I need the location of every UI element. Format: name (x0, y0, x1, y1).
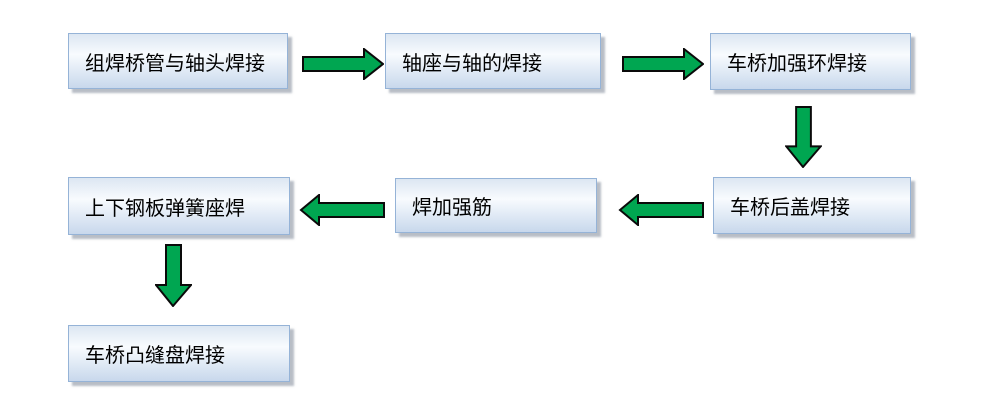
arrow-down-icon (785, 106, 822, 168)
arrow-down-icon (155, 244, 192, 307)
flow-node-jiaqiangjin: 焊加强筋 (395, 178, 597, 233)
flow-node-tanhuangzuo: 上下钢板弹簧座焊 (68, 177, 290, 235)
flow-node-label: 车桥凸缝盘焊接 (85, 343, 225, 367)
flow-node-label: 组焊桥管与轴头焊接 (85, 50, 265, 75)
flow-node-hougai: 车桥后盖焊接 (713, 177, 911, 234)
flow-node-zhouzuo-zhou: 轴座与轴的焊接 (385, 33, 601, 89)
flow-node-tufengpan: 车桥凸缝盘焊接 (68, 325, 290, 382)
flow-node-label: 轴座与轴的焊接 (402, 50, 542, 75)
flow-node-label: 上下钢板弹簧座焊 (85, 195, 245, 220)
flow-node-label: 车桥加强环焊接 (727, 51, 867, 75)
arrow-right-icon (622, 48, 704, 80)
flow-node-label: 车桥后盖焊接 (730, 195, 850, 219)
flow-node-jiaqianghuan: 车桥加强环焊接 (710, 33, 911, 90)
flow-node-zuhan-qiaoguan: 组焊桥管与轴头焊接 (68, 33, 288, 89)
arrow-right-icon (302, 48, 384, 80)
flow-node-label: 焊加强筋 (412, 195, 492, 219)
arrow-left-icon (618, 194, 704, 226)
arrow-left-icon (299, 194, 385, 226)
